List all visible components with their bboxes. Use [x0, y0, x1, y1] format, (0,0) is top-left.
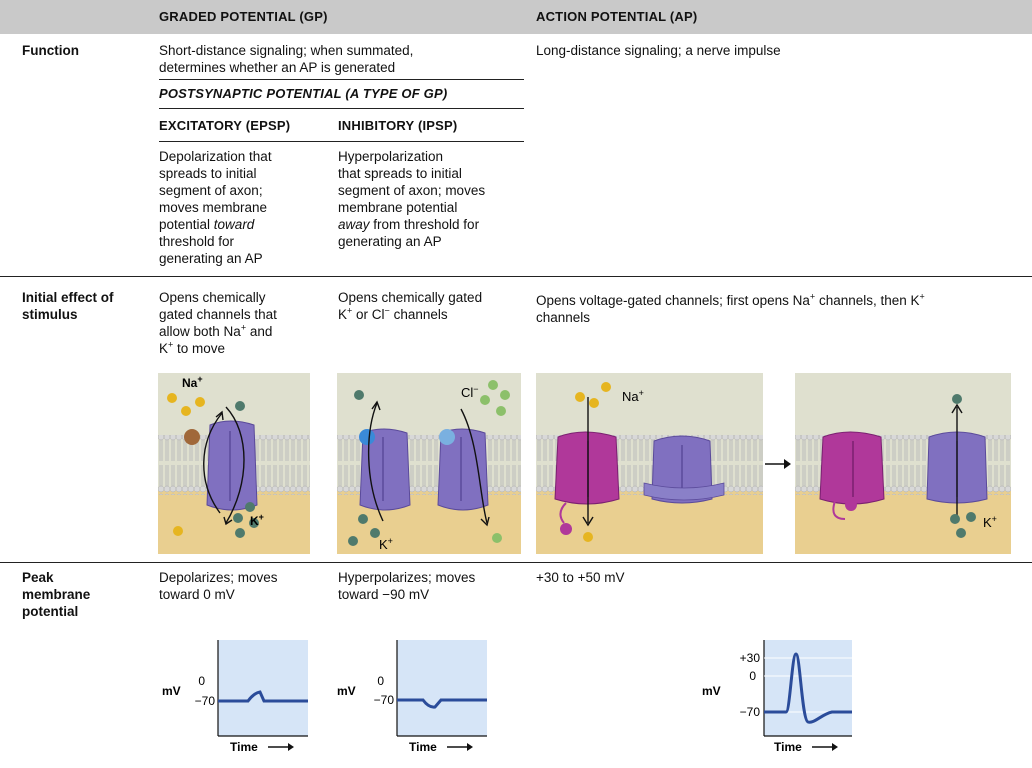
- epsp-description: Depolarization that spreads to initial s…: [159, 149, 272, 266]
- cl-label: Cl−: [461, 384, 479, 400]
- initial-effect-epsp-text: Opens chemically gated channels that all…: [159, 290, 277, 356]
- k-label-ipsp: K+: [379, 536, 393, 552]
- ap-na-channel-diagram: Na+: [536, 373, 763, 554]
- epsp-header: EXCITATORY (EPSP): [159, 118, 291, 133]
- ap-k-channel-diagram: K+: [795, 373, 1011, 554]
- tick-minus-70: −70: [195, 694, 216, 708]
- ipsp-header: INHIBITORY (IPSP): [338, 118, 458, 133]
- ipsp-description: Hyperpolarization that spreads to initia…: [338, 149, 486, 249]
- divider-row-initial: [0, 562, 1032, 563]
- divider-row-function: [0, 276, 1032, 277]
- function-gp-line2: determines whether an AP is generated: [159, 60, 396, 75]
- epsp-channel-diagram: Na+ K+: [158, 373, 310, 554]
- tick-0: 0: [749, 669, 756, 683]
- time-label: Time: [230, 740, 258, 754]
- ap-graph: +30 0 −70 mV Time: [702, 640, 852, 754]
- header-graded-potential: GRADED POTENTIAL (GP): [159, 9, 328, 24]
- row-label-peak: Peak membrane potential: [22, 570, 91, 619]
- peak-ap-text: +30 to +50 mV: [536, 570, 625, 585]
- mv-label: mV: [702, 684, 721, 698]
- arrow-right-icon: [765, 459, 791, 469]
- psp-header: POSTSYNAPTIC POTENTIAL (A TYPE OF GP): [159, 86, 448, 101]
- peak-ipsp-text: Hyperpolarizes; moves toward −90 mV: [338, 570, 476, 602]
- tick-plus-30: +30: [740, 651, 761, 665]
- tick-0: 0: [198, 674, 205, 688]
- k-label: K+: [250, 512, 264, 528]
- time-label: Time: [774, 740, 802, 754]
- tick-minus-70: −70: [740, 705, 761, 719]
- row-label-initial-effect: Initial effect of stimulus: [22, 290, 114, 322]
- tick-minus-70: −70: [374, 693, 395, 707]
- initial-effect-ipsp-text: Opens chemically gated K+ or Cl− channel…: [338, 290, 483, 322]
- na-label-ap: Na+: [622, 388, 644, 404]
- header-band: [0, 0, 1032, 34]
- ipsp-graph: 0 −70 mV Time: [337, 640, 487, 754]
- function-ap-text: Long-distance signaling; a nerve impulse: [536, 43, 781, 58]
- k-label-ap: K+: [983, 514, 997, 530]
- time-label: Time: [409, 740, 437, 754]
- header-action-potential: ACTION POTENTIAL (AP): [536, 9, 698, 24]
- na-label: Na+: [182, 374, 203, 390]
- mv-label: mV: [162, 684, 181, 698]
- divider-epsp-ipsp: [159, 141, 524, 142]
- mv-label: mV: [337, 684, 356, 698]
- tick-0: 0: [377, 674, 384, 688]
- ipsp-channel-diagram: Cl− K+: [337, 373, 521, 554]
- epsp-graph: 0 −70 mV Time: [162, 640, 308, 754]
- initial-effect-ap-text: Opens voltage-gated channels; first open…: [536, 291, 925, 325]
- divider-psp-bottom: [159, 108, 524, 109]
- peak-epsp-text: Depolarizes; moves toward 0 mV: [159, 570, 278, 602]
- function-gp-line1: Short-distance signaling; when summated,: [159, 43, 414, 58]
- divider-psp-top: [159, 79, 524, 80]
- row-label-function: Function: [22, 43, 79, 58]
